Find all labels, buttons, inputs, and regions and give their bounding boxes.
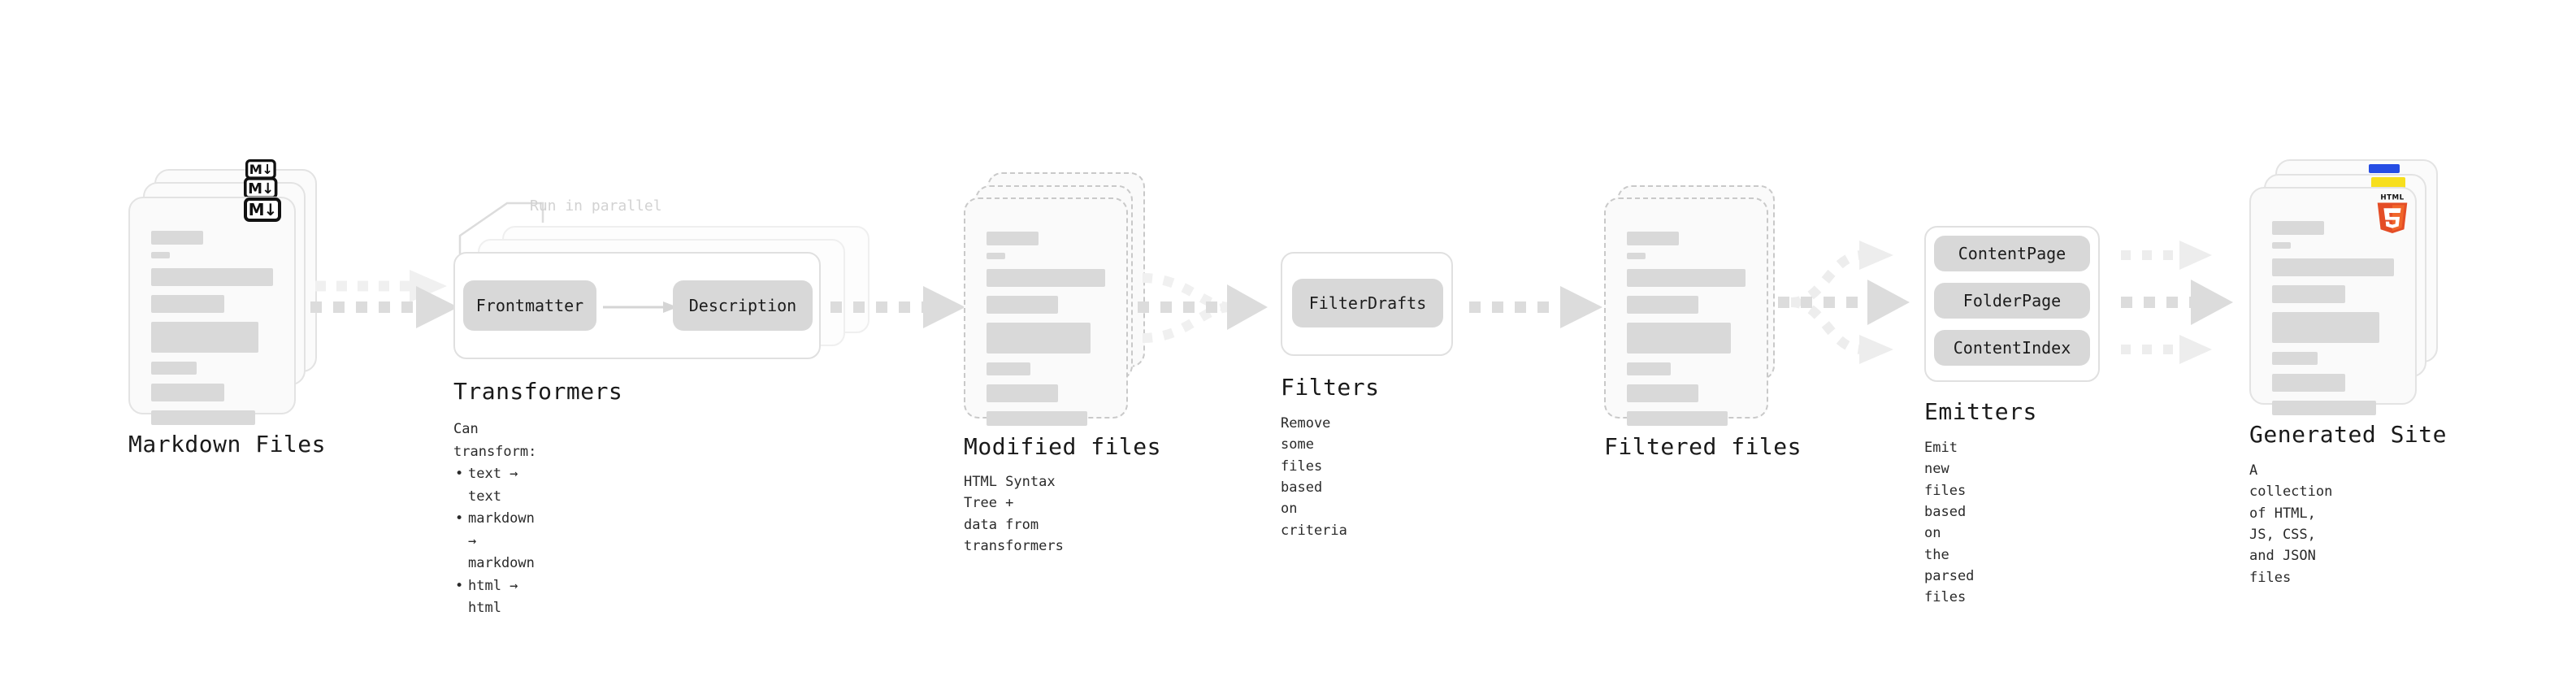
- placeholder-bar: [2272, 352, 2318, 365]
- markdown-card-content: [130, 198, 294, 425]
- markdown-card-front: [128, 197, 296, 425]
- placeholder-bar: [987, 269, 1105, 287]
- placeholder-bar: [2272, 242, 2291, 249]
- transformer-inner-arrow: [603, 301, 678, 313]
- placeholder-bar: [987, 253, 1005, 259]
- placeholder-bar: [1627, 253, 1646, 259]
- arrow-filters-to-filtered: [1469, 276, 1615, 341]
- arrow-markdown-to-transformers: [310, 268, 465, 341]
- arrow-main-layer: [310, 286, 458, 328]
- stage-title-markdown-files: Markdown Files: [128, 431, 327, 458]
- placeholder-bar: [1627, 296, 1698, 314]
- transformers-caption: Can transform: text → text markdown → ma…: [453, 419, 536, 620]
- emitters-caption: Emit new files based on the parsed files: [1924, 440, 1975, 606]
- filter-chip-filterdrafts[interactable]: FilterDrafts: [1292, 279, 1443, 327]
- stage-title-modified-files: Modified files: [964, 433, 1162, 460]
- filters-caption: Remove some files based on criteria: [1281, 415, 1347, 539]
- placeholder-bar: [151, 410, 255, 425]
- placeholder-bar: [2272, 221, 2324, 235]
- emitter-chip-folderpage[interactable]: FolderPage: [1934, 283, 2090, 319]
- emitter-chip-contentindex[interactable]: ContentIndex: [1934, 330, 2090, 366]
- placeholder-bar: [987, 296, 1058, 314]
- placeholder-bar: [987, 323, 1091, 354]
- placeholder-bar: [151, 362, 197, 375]
- placeholder-bar: [151, 322, 258, 353]
- placeholder-bar: [987, 362, 1031, 375]
- placeholder-bar: [2272, 401, 2376, 415]
- transformers-caption-head: Can transform:: [453, 421, 537, 460]
- placeholder-bar: [2272, 285, 2345, 303]
- placeholder-bar: [1627, 323, 1732, 354]
- filtered-card-front: [1604, 197, 1768, 426]
- placeholder-bar: [2272, 374, 2345, 392]
- markdown-icon-back-1: M↓: [244, 177, 278, 199]
- placeholder-bar: [987, 384, 1058, 402]
- placeholder-bar: [987, 411, 1088, 426]
- transformers-bullet-list: text → text markdown → markdown html → h…: [453, 463, 536, 620]
- transformers-bullet: markdown → markdown: [455, 508, 536, 575]
- arrow-transformers-to-modified: [830, 276, 977, 341]
- stage-title-filtered-files: Filtered files: [1604, 433, 1802, 460]
- stage-title-emitters: Emitters: [1924, 398, 2037, 425]
- modified-card-content: [965, 199, 1126, 426]
- stage-title-generated-site: Generated Site: [2249, 421, 2448, 448]
- site-card-content: [2251, 189, 2415, 415]
- arrow-filtered-to-emitters: [1778, 234, 1941, 372]
- arrow-modified-to-filters: [1138, 260, 1292, 358]
- transformer-chip-description[interactable]: Description: [673, 280, 813, 331]
- filtered-card-content: [1606, 199, 1767, 426]
- transformers-bullet: text → text: [455, 463, 536, 508]
- css-icon: [2369, 164, 2400, 173]
- markdown-icon-back-2: M↓: [245, 159, 276, 180]
- arrow-emitters-to-site: [2121, 234, 2267, 372]
- placeholder-bar: [151, 268, 273, 286]
- run-in-parallel-note: Run in parallel: [530, 197, 662, 215]
- html5-icon: HTML: [2377, 194, 2408, 234]
- transformers-bullet: html → html: [455, 575, 536, 620]
- transformer-chip-frontmatter[interactable]: Frontmatter: [463, 280, 596, 331]
- modified-card-front: [964, 197, 1128, 426]
- placeholder-bar: [2272, 312, 2379, 343]
- svg-text:HTML: HTML: [2380, 194, 2404, 202]
- placeholder-bar: [151, 295, 224, 313]
- stage-title-transformers: Transformers: [453, 378, 623, 405]
- placeholder-bar: [151, 384, 224, 401]
- placeholder-bar: [987, 232, 1039, 245]
- placeholder-bar: [2272, 258, 2394, 276]
- placeholder-bar: [1627, 411, 1728, 426]
- modified-files-caption: HTML Syntax Tree + data from transformer…: [964, 474, 1064, 555]
- markdown-icon: M↓: [244, 197, 281, 222]
- placeholder-bar: [151, 252, 170, 258]
- placeholder-bar: [1627, 232, 1679, 245]
- placeholder-bar: [1627, 384, 1698, 402]
- stage-title-filters: Filters: [1281, 374, 1380, 401]
- placeholder-bar: [151, 231, 203, 245]
- placeholder-bar: [1627, 362, 1672, 375]
- emitter-chip-contentpage[interactable]: ContentPage: [1934, 236, 2090, 271]
- placeholder-bar: [1627, 269, 1746, 287]
- generated-site-caption: A collection of HTML, JS, CSS, and JSON …: [2249, 462, 2333, 586]
- run-in-parallel-bracket: [458, 202, 544, 271]
